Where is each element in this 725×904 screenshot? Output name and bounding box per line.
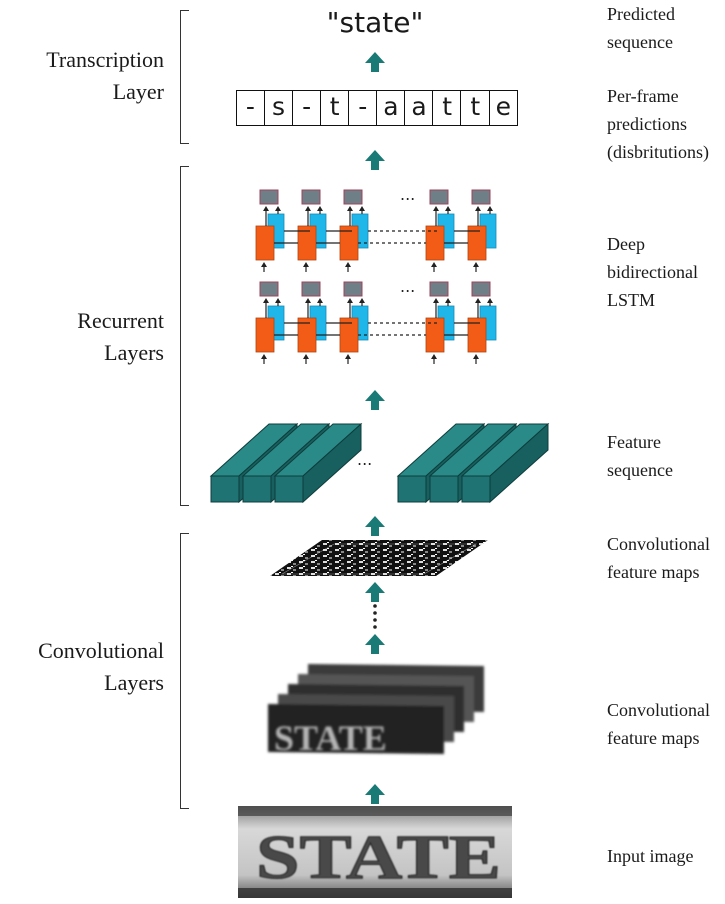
frame-cell: - <box>235 90 266 126</box>
lstm-output-box <box>343 281 363 297</box>
frame-cell: - <box>291 90 322 126</box>
desc-conv-bottom-line2: feature maps <box>607 728 700 748</box>
input-image: STATE <box>238 806 512 898</box>
desc-conv-top-line2: feature maps <box>607 562 700 582</box>
lstm-output-box <box>259 281 279 297</box>
up-arrow-icon <box>365 150 385 170</box>
desc-feature-line1: Feature <box>607 432 661 452</box>
desc-conv-bottom-line1: Convolutional <box>607 700 710 720</box>
desc-lstm-line1: Deep <box>607 234 645 254</box>
lstm-output-box <box>471 189 491 205</box>
lstm-output-box <box>429 189 449 205</box>
desc-predicted-line1: Predicted <box>607 4 675 24</box>
transcription-label-line2: Layer <box>112 79 164 104</box>
frame-cell: t <box>460 90 490 126</box>
conv-feature-map-small <box>270 540 488 576</box>
convolutional-bracket <box>180 533 189 809</box>
feature-sequence-diagram: ... <box>209 422 550 504</box>
recurrent-label-line1: Recurrent <box>77 308 164 333</box>
lstm-forward-cell <box>255 317 275 353</box>
desc-lstm-line2: bidirectional <box>607 262 698 282</box>
frame-cell: a <box>376 90 406 126</box>
convolutional-layers-label: Convolutional Layers <box>4 635 164 699</box>
convolutional-label-line1: Convolutional <box>38 638 164 663</box>
desc-conv-feature-maps-top: Convolutional feature maps <box>607 530 710 586</box>
desc-per-frame-predictions: Per-frame predictions (disbritutions) <box>607 82 709 166</box>
feature-ellipsis: ... <box>357 450 372 469</box>
lstm-output-box <box>471 281 491 297</box>
desc-feature-sequence: Feature sequence <box>607 428 673 484</box>
lstm-ellipsis-mid: ... <box>400 277 415 296</box>
up-arrow-icon <box>365 582 385 602</box>
up-arrow-icon <box>365 52 385 72</box>
desc-input-image: Input image <box>607 842 693 870</box>
feature-prism <box>460 422 550 504</box>
up-arrow-icon <box>365 784 385 804</box>
desc-lstm-line3: LSTM <box>607 290 656 310</box>
frame-cell: - <box>348 90 378 126</box>
desc-deep-lstm: Deep bidirectional LSTM <box>607 230 698 314</box>
feature-prism <box>273 422 363 504</box>
up-arrow-icon <box>365 634 385 654</box>
desc-per-frame-line2: predictions <box>607 114 687 134</box>
lstm-output-box <box>301 189 321 205</box>
lstm-forward-cell <box>255 225 275 261</box>
frame-cell: t <box>432 90 462 126</box>
lstm-output-box <box>259 189 279 205</box>
desc-conv-feature-maps-bottom: Convolutional feature maps <box>607 696 710 752</box>
transcription-bracket <box>180 10 189 144</box>
transcription-label-line1: Transcription <box>46 47 164 72</box>
desc-predicted-line2: sequence <box>607 32 673 52</box>
convolutional-label-line2: Layers <box>104 670 164 695</box>
lstm-output-box <box>429 281 449 297</box>
desc-per-frame-line1: Per-frame <box>607 86 679 106</box>
up-arrow-icon <box>365 516 385 536</box>
lstm-output-box <box>343 189 363 205</box>
conv-map-image-text: STATE <box>274 718 387 758</box>
predicted-sequence: "state" <box>326 6 424 39</box>
recurrent-label-line2: Layers <box>104 340 164 365</box>
input-image-text: STATE <box>256 824 501 892</box>
transcription-layer-label: Transcription Layer <box>16 44 164 108</box>
lstm-diagram: ... ... <box>255 185 497 364</box>
frame-cell: e <box>488 90 519 126</box>
lstm-ellipsis-top: ... <box>400 185 415 204</box>
lstm-output-box <box>301 281 321 297</box>
conv-feature-map-stack: STATE <box>268 664 484 758</box>
recurrent-bracket <box>180 166 189 506</box>
desc-feature-line2: sequence <box>607 460 673 480</box>
frame-cell: a <box>404 90 434 126</box>
desc-conv-top-line1: Convolutional <box>607 534 710 554</box>
desc-predicted-sequence: Predicted sequence <box>607 0 675 56</box>
desc-per-frame-line3: (disbritutions) <box>607 142 709 162</box>
up-arrow-icon <box>365 390 385 410</box>
dotted-connector <box>373 604 377 629</box>
desc-input-line1: Input image <box>607 846 694 866</box>
frame-cell: s <box>263 90 294 126</box>
frame-cell: t <box>319 90 350 126</box>
recurrent-layers-label: Recurrent Layers <box>16 305 164 369</box>
